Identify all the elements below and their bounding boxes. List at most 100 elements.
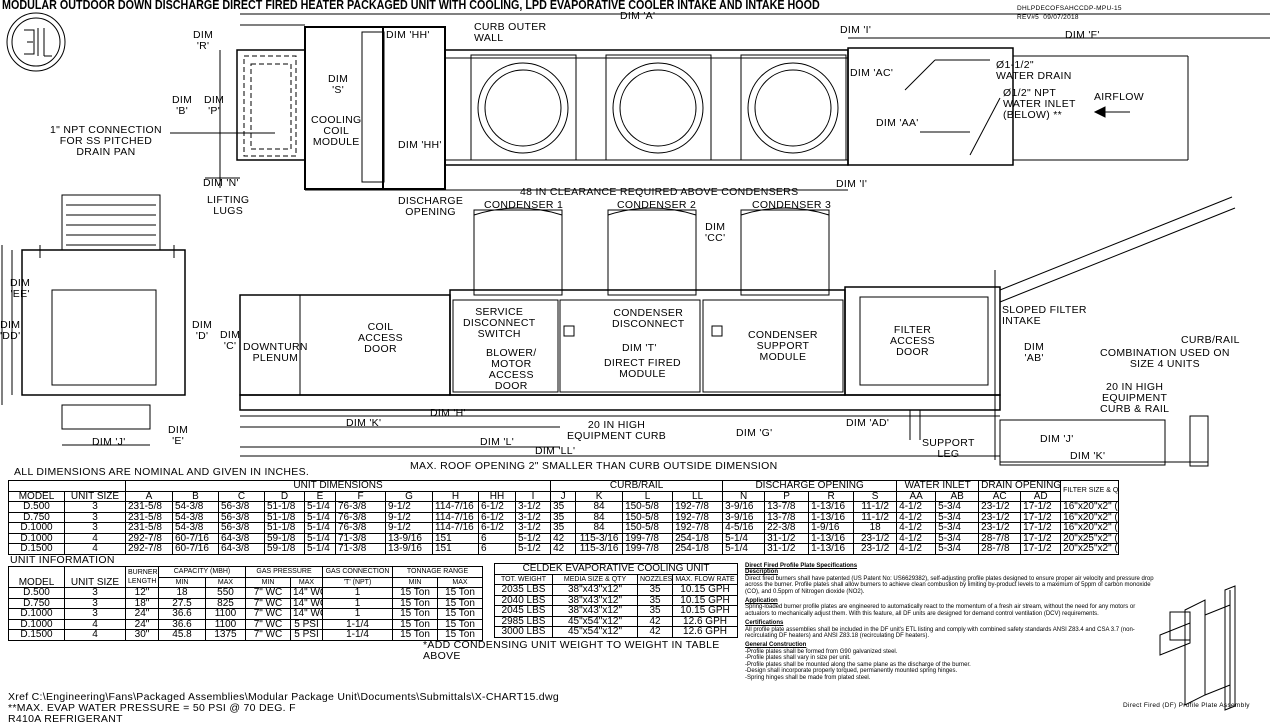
table-cell: 6 — [478, 532, 516, 544]
table-cell: 59-1/8 — [264, 532, 305, 544]
table-cell: 30" — [125, 629, 159, 641]
table-cell: 3-1/2 — [514, 501, 552, 513]
dim-g-label: DIM 'G' — [736, 427, 773, 439]
table-cell: D.1000 — [8, 522, 65, 534]
header-gas-pressure: GAS PRESSURE — [245, 566, 323, 578]
plan-view — [170, 13, 1270, 191]
side-view — [1, 194, 186, 446]
drawing-title: MODULAR OUTDOOR DOWN DISCHARGE DIRECT FI… — [2, 0, 820, 12]
header-burner-length: BURNER LENGTH — [125, 566, 159, 588]
table-cell: 4 — [64, 618, 126, 630]
table-cell: 17-1/2 — [1020, 543, 1062, 555]
table-cell: 36.6 — [158, 618, 206, 630]
column-header: A — [125, 490, 173, 502]
table-cell: 51-1/8 — [264, 511, 305, 523]
header-gas-connection: GAS CONNECTION — [322, 566, 393, 578]
table-cell: 150-5/8 — [622, 501, 674, 513]
spec-construction-item: -Profile plates shall vary in size per u… — [745, 655, 851, 662]
table-cell: 23-1/2 — [978, 522, 1022, 534]
table-cell: 23-1/2 — [978, 501, 1022, 513]
group-header: CURB/RAIL — [550, 480, 724, 492]
blower-door-label: BLOWER/ MOTOR ACCESS DOOR — [486, 347, 537, 392]
condenser-3-label: CONDENSER 3 — [752, 199, 832, 211]
table-cell: 64-3/8 — [218, 532, 265, 544]
table-cell: 1-13/16 — [808, 501, 855, 513]
table-cell: 199-7/8 — [622, 543, 674, 555]
table-cell: 60-7/16 — [172, 532, 219, 544]
table-cell: 15 Ton — [392, 618, 438, 630]
table-cell: 1375 — [205, 629, 246, 641]
dim-i-bottom-label: DIM 'I' — [836, 178, 868, 190]
spec-construction-item: -Design shall incorporate properly torqu… — [745, 668, 958, 675]
dimensions-note: ALL DIMENSIONS ARE NOMINAL AND GIVEN IN … — [14, 466, 310, 478]
table-cell: 24" — [125, 608, 159, 620]
table-cell: 45.8 — [158, 629, 206, 641]
table-cell: 2035 LBS — [494, 584, 553, 596]
sloped-filter-label: SLOPED FILTER INTAKE — [1002, 304, 1087, 327]
curb-outer-wall-label: CURB OUTER WALL — [474, 21, 547, 44]
table-cell: 42 — [637, 626, 673, 638]
dim-dd-label: DIM 'DD' — [0, 319, 21, 342]
curb-20-label: 20 IN HIGH EQUIPMENT CURB — [567, 419, 667, 442]
unit-information-title: UNIT INFORMATION — [10, 554, 115, 566]
table-cell: 17-1/2 — [1020, 532, 1062, 544]
table-cell: 115-3/16 — [575, 543, 624, 555]
table-cell: 4-1/2 — [896, 532, 937, 544]
table-cell: 1-1/4 — [322, 618, 393, 630]
dim-f-label: DIM 'F' — [1065, 29, 1100, 41]
table-cell: 254-1/8 — [672, 532, 724, 544]
table-cell: 231-5/8 — [125, 522, 173, 534]
table-cell: 45"x54"x12" — [552, 626, 638, 638]
table-cell: 22-3/8 — [764, 522, 810, 534]
column-header: K — [575, 490, 624, 502]
table-cell: D.500 — [8, 587, 65, 599]
table-cell: 114-7/16 — [432, 522, 479, 534]
table-cell: 76-3/8 — [335, 522, 386, 534]
header-capacity-min: MIN — [158, 576, 206, 588]
table-cell: D.1500 — [8, 629, 65, 641]
header-model: MODEL — [8, 566, 65, 588]
spec-description: Direct fired burners shall have patented… — [745, 575, 1154, 595]
table-cell: 35 — [637, 584, 673, 596]
table-cell: 6 — [478, 543, 516, 555]
table-cell: 14" WC — [290, 597, 323, 609]
column-header: N — [722, 490, 766, 502]
table-cell: 35 — [550, 501, 577, 513]
combination-label: COMBINATION USED ON SIZE 4 UNITS — [1100, 347, 1230, 370]
roof-opening-note: MAX. ROOF OPENING 2" SMALLER THAN CURB O… — [410, 460, 778, 472]
table-cell: 1-1/4 — [322, 629, 393, 641]
discharge-opening-label: DISCHARGE OPENING — [398, 195, 464, 218]
header-npt: 'T' (NPT) — [322, 576, 393, 588]
condenser-1-label: CONDENSER 1 — [484, 199, 564, 211]
condensing-weight-note: *ADD CONDENSING UNIT WEIGHT TO WEIGHT IN… — [423, 639, 720, 662]
table-cell: 5-3/4 — [935, 501, 980, 513]
table-cell: 192-7/8 — [672, 501, 724, 513]
column-header: MEDIA SIZE & QTY — [552, 573, 638, 585]
refrigerant-note: R410A REFRIGERANT — [8, 713, 123, 725]
table-cell: 5-3/4 — [935, 532, 980, 544]
table-cell: 1 — [322, 587, 393, 599]
table-cell: 42 — [550, 543, 577, 555]
column-header: AB — [935, 490, 980, 502]
table-cell: 15 Ton — [436, 597, 484, 609]
spec-title: Direct Fired Profile Plate Specification… — [745, 563, 858, 569]
table-cell: 59-1/8 — [264, 543, 305, 555]
spec-certifications-heading: Certifications — [745, 620, 784, 627]
table-cell: 114-7/16 — [432, 501, 479, 513]
dim-s-label: DIM 'S' — [328, 73, 349, 96]
column-header: UNIT SIZE — [64, 490, 126, 502]
table-cell: 35 — [550, 511, 577, 523]
table-cell: 192-7/8 — [672, 511, 724, 523]
dim-a-label: DIM 'A' — [620, 10, 656, 22]
table-cell: 3 — [64, 501, 126, 513]
group-header: DISCHARGE OPENING — [722, 480, 898, 492]
column-header: AA — [896, 490, 937, 502]
table-cell: D.1000 — [8, 608, 65, 620]
table-cell: 17-1/2 — [1020, 501, 1062, 513]
